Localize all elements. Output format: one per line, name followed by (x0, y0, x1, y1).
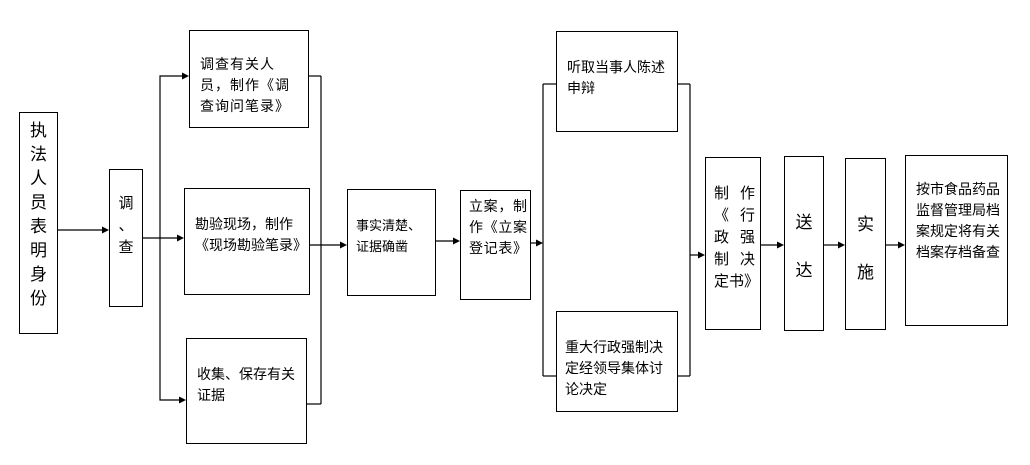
investigate-text: 调 、 查 (118, 194, 134, 256)
decision-document-text: 制作《行政强制决定书》 (714, 184, 760, 290)
hearing-text: 听取当事人陈述申辩 (567, 60, 665, 97)
collective-discussion-node: 重大行政强制决定经领导集体讨论决定 (556, 311, 678, 412)
inquiry-node: 调查有关人员，制作《调查询问笔录》 (189, 30, 309, 128)
arrowhead (179, 396, 186, 404)
arrowhead (177, 234, 184, 242)
investigate-node: 调 、 查 (109, 169, 143, 307)
collective-discussion-text: 重大行政强制决定经领导集体讨论决定 (565, 340, 663, 398)
arrowhead (777, 241, 784, 249)
execute-node: 实 施 (845, 158, 886, 330)
arrowhead (838, 241, 845, 249)
scene-inspection-node: 勘验现场，制作《现场勘验笔录》 (184, 188, 310, 295)
scene-inspection-text: 勘验现场，制作《现场勘验笔录》 (195, 217, 307, 254)
inquiry-text: 调查有关人员，制作《调查询问笔录》 (200, 57, 290, 115)
serve-node: 送 达 (784, 156, 824, 331)
archive-text: 按市食品药品监督管理局档案规定将有关档案存档备查 (916, 182, 1000, 261)
case-filing-node: 立案，制作《立案登记表》 (460, 190, 531, 300)
arrowhead (102, 226, 109, 234)
branch-to-inquiry (159, 75, 183, 238)
facts-clear-node: 事实清楚、证据确凿 (347, 189, 436, 296)
decision-document-node: 制作《行政强制决定书》 (705, 157, 761, 330)
archive-node: 按市食品药品监督管理局档案规定将有关档案存档备查 (905, 155, 1008, 326)
case-filing-text: 立案，制作《立案登记表》 (469, 199, 527, 257)
arrowhead (340, 241, 347, 249)
execute-text: 实 施 (857, 215, 874, 283)
hearing-node: 听取当事人陈述申辩 (556, 31, 678, 132)
branch-to-evidence (159, 238, 180, 401)
serve-text: 送 达 (795, 213, 813, 281)
facts-clear-text: 事实清楚、证据确凿 (356, 219, 422, 255)
arrowhead (453, 237, 460, 245)
arrowhead (698, 251, 705, 259)
evidence-node: 收集、保存有关证据 (186, 338, 307, 444)
evidence-text: 收集、保存有关证据 (197, 367, 295, 404)
arrowhead (536, 239, 543, 247)
arrowhead (182, 72, 189, 80)
identify-node: 执 法 人 员 表 明 身 份 (19, 112, 58, 334)
arrowhead (898, 241, 905, 249)
identify-text: 执 法 人 员 表 明 身 份 (30, 121, 47, 309)
